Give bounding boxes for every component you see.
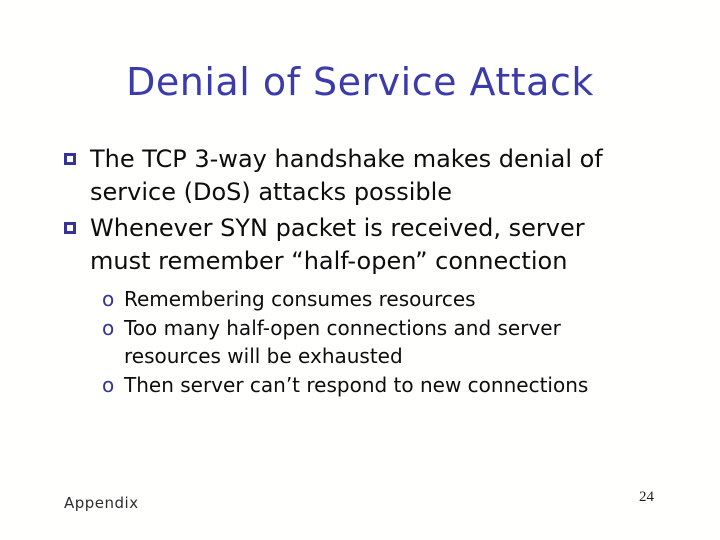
bullet-item: Whenever SYN packet is received, server … bbox=[62, 212, 682, 278]
slide-title: Denial of Service Attack bbox=[126, 60, 594, 104]
sub-bullet-text: Then server can’t respond to new connect… bbox=[124, 371, 588, 399]
sub-bullet-list: o Remembering consumes resources o Too m… bbox=[102, 285, 682, 399]
sub-bullet-item: o Too many half-open connections and ser… bbox=[102, 314, 682, 370]
square-bullet-icon bbox=[64, 222, 76, 234]
page-number: 24 bbox=[639, 489, 654, 505]
sub-bullet-item: o Remembering consumes resources bbox=[102, 285, 682, 313]
o-bullet-icon: o bbox=[102, 316, 115, 340]
o-bullet-icon: o bbox=[102, 287, 115, 311]
footer-label: Appendix bbox=[64, 494, 139, 512]
sub-bullet-item: o Then server can’t respond to new conne… bbox=[102, 371, 682, 399]
bullet-item: The TCP 3-way handshake makes denial of … bbox=[62, 143, 682, 209]
bullet-line: service (DoS) attacks possible bbox=[90, 178, 453, 206]
bullet-line: The TCP 3-way handshake makes denial of bbox=[90, 145, 603, 173]
sub-bullet-line: Then server can’t respond to new connect… bbox=[124, 373, 589, 397]
bullet-line: Whenever SYN packet is received, server bbox=[90, 214, 585, 242]
slide-body: The TCP 3-way handshake makes denial of … bbox=[62, 143, 682, 400]
sub-bullet-line: Remembering consumes resources bbox=[124, 287, 476, 311]
square-bullet-icon bbox=[64, 153, 76, 165]
bullet-text: Whenever SYN packet is received, server … bbox=[90, 212, 585, 278]
sub-bullet-text: Remembering consumes resources bbox=[124, 285, 476, 313]
sub-bullet-line: Too many half-open connections and serve… bbox=[124, 316, 561, 340]
sub-bullet-line: resources will be exhausted bbox=[124, 344, 403, 368]
bullet-text: The TCP 3-way handshake makes denial of … bbox=[90, 143, 603, 209]
sub-bullet-text: Too many half-open connections and serve… bbox=[124, 314, 561, 370]
bullet-line: must remember “half-open” connection bbox=[90, 247, 568, 275]
o-bullet-icon: o bbox=[102, 373, 115, 397]
